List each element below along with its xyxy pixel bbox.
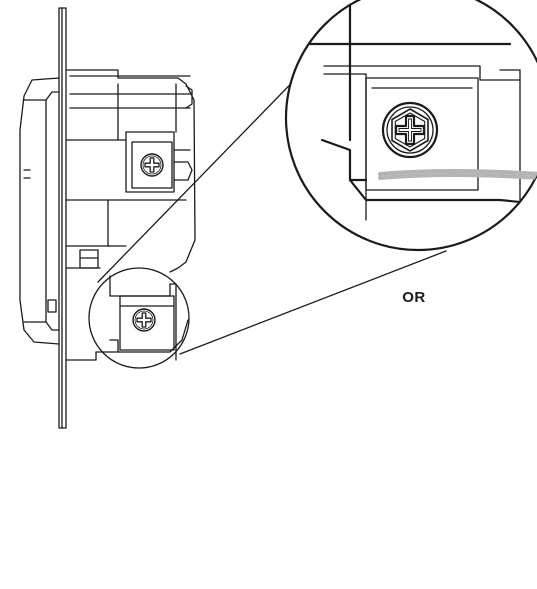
device-side-view: [19, 7, 196, 429]
or-separator-label: OR: [402, 289, 426, 306]
zoom-leader-lines: [97, 59, 447, 355]
zoom-detail-straight-wire: [284, 0, 537, 252]
